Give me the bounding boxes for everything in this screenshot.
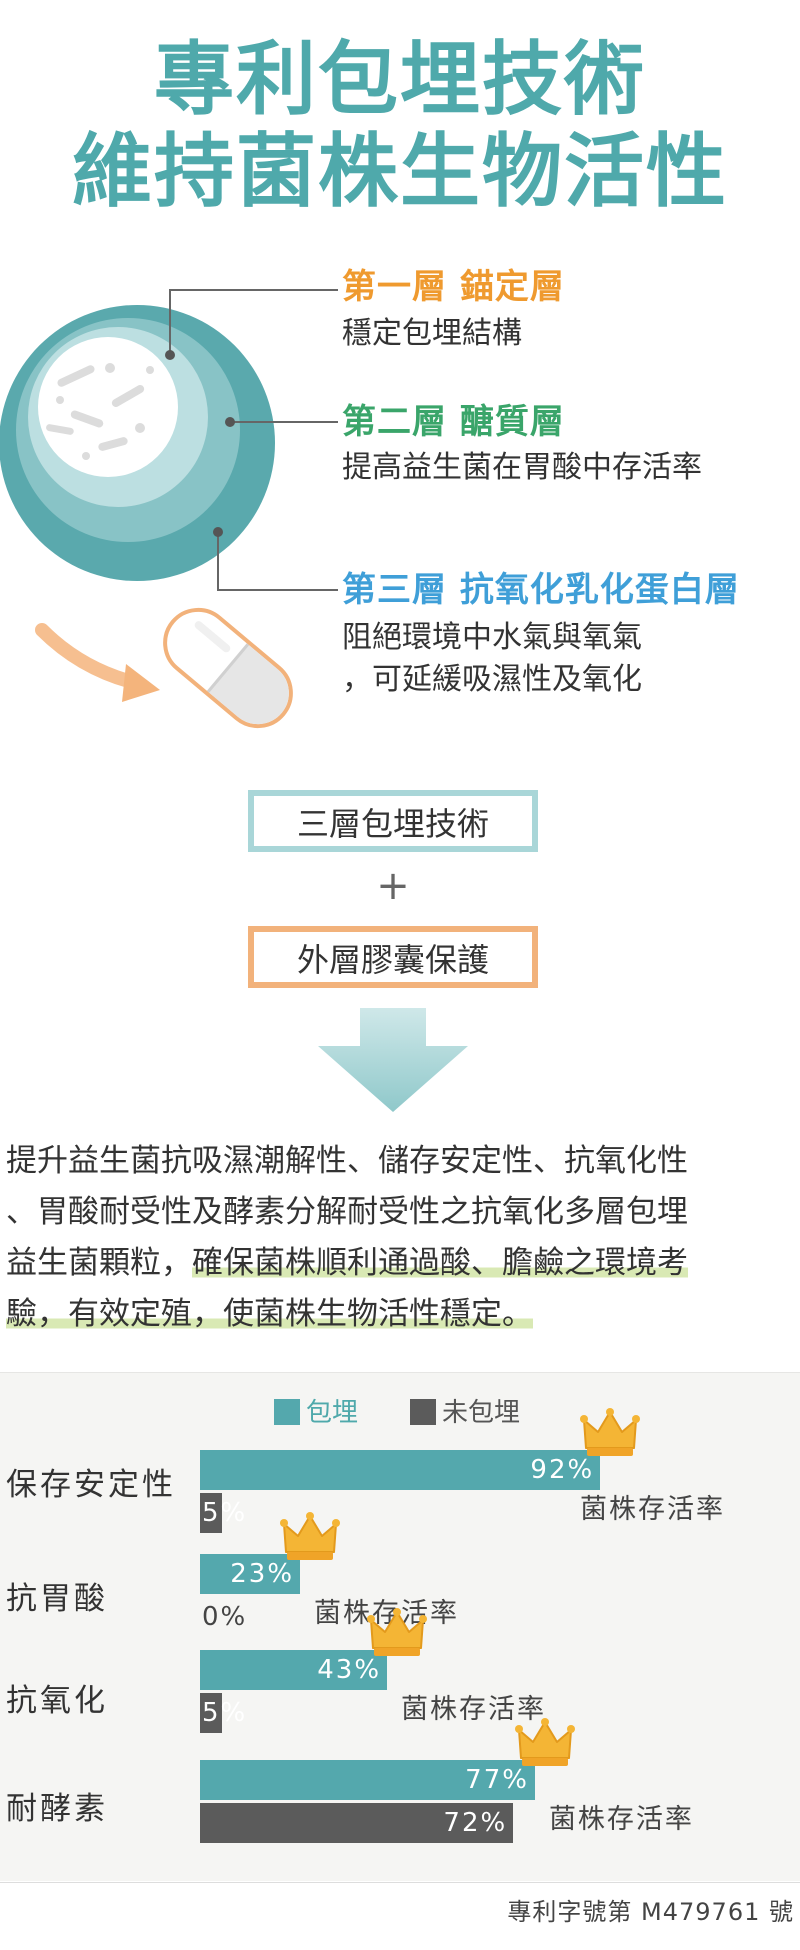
- capsule-protection-box: 外層膠囊保護: [248, 926, 538, 988]
- value-label-unencapsulated: 5%: [202, 1698, 248, 1728]
- title-line-2: 維持菌株生物活性: [72, 125, 728, 218]
- bar-unencapsulated: [200, 1803, 514, 1843]
- three-layer-technology-box: 三層包埋技術: [248, 790, 538, 852]
- value-label-unencapsulated: 72%: [443, 1808, 508, 1838]
- summary-line-4: 驗，有效定殖，使菌株生物活性穩定。: [6, 1289, 796, 1340]
- legend-label-unencapsulated: 未包埋: [442, 1398, 521, 1428]
- layer-3-heading: 第三層 抗氧化乳化蛋白層: [342, 570, 740, 610]
- granule-icon: [0, 305, 275, 581]
- bar-unencapsulated: [200, 1693, 222, 1733]
- survival-rate-label: 菌株存活率: [314, 1598, 460, 1629]
- crown-icon: [514, 1718, 575, 1770]
- survival-rate-label: 菌株存活率: [401, 1694, 547, 1725]
- title-line-1: 專利包埋技術: [154, 33, 646, 126]
- bar-encapsulated: [200, 1554, 301, 1594]
- legend-label-encapsulated: 包埋: [306, 1398, 359, 1428]
- legend-encapsulated: 包埋: [274, 1398, 358, 1428]
- layer-1-description: 穩定包埋結構: [342, 316, 522, 351]
- layer-2-heading: 第二層 醣質層: [342, 402, 565, 442]
- value-label-encapsulated: 23%: [230, 1559, 295, 1589]
- legend-swatch-encapsulated: [274, 1399, 300, 1425]
- category-label: 保存安定性: [6, 1467, 176, 1503]
- plus-sign: +: [376, 863, 410, 909]
- patent-number: 專利字號第 M479761 號: [507, 1898, 794, 1926]
- summary-line-3-start: 益生菌顆粒，: [6, 1245, 192, 1281]
- bar-encapsulated: [200, 1650, 388, 1690]
- legend-unencapsulated: 未包埋: [410, 1398, 520, 1428]
- footer-divider: [0, 1882, 800, 1883]
- summary-line-1: 提升益生菌抗吸濕潮解性、儲存安定性、抗氧化性: [6, 1143, 688, 1179]
- category-label: 耐酵素: [6, 1791, 108, 1827]
- capsule-icon: [163, 607, 293, 729]
- bar-encapsulated: [200, 1450, 601, 1490]
- value-label-unencapsulated: 0%: [202, 1602, 248, 1632]
- summary-line-3-highlight: 確保菌株順利通過酸、膽鹼之環境考: [192, 1245, 688, 1281]
- summary-line-3: 益生菌顆粒，確保菌株順利通過酸、膽鹼之環境考: [6, 1238, 796, 1289]
- bar-encapsulated: [200, 1760, 535, 1800]
- bar-unencapsulated: [200, 1493, 222, 1533]
- down-arrow-icon: [318, 1008, 468, 1112]
- summary-paragraph: 提升益生菌抗吸濕潮解性、儲存安定性、抗氧化性 、胃酸耐受性及酵素分解耐受性之抗氧…: [6, 1136, 796, 1340]
- category-label: 抗氧化: [6, 1683, 108, 1719]
- layer-1-heading: 第一層 錨定層: [342, 267, 565, 307]
- survival-rate-label: 菌株存活率: [580, 1494, 725, 1525]
- value-label-encapsulated: 77%: [465, 1765, 529, 1795]
- category-label: 抗胃酸: [6, 1581, 108, 1617]
- survival-rate-label: 菌株存活率: [548, 1804, 694, 1835]
- leader-lines: [169, 289, 338, 591]
- arrow-icon: [35, 623, 160, 702]
- summary-line-4-highlight: 驗，有效定殖，使菌株生物活性穩定。: [6, 1296, 533, 1332]
- value-label-encapsulated: 92%: [530, 1455, 595, 1485]
- layer-3-description-line-2: ，可延緩吸濕性及氧化: [342, 662, 642, 697]
- value-label-encapsulated: 43%: [317, 1655, 382, 1685]
- granule-diagram: [0, 289, 338, 729]
- summary-line-2: 、胃酸耐受性及酵素分解耐受性之抗氧化多層包埋: [6, 1194, 688, 1230]
- layer-3-description-line-1: 阻絕環境中水氣與氧氣: [342, 620, 642, 655]
- legend-swatch-unencapsulated: [410, 1399, 436, 1425]
- crown-icon: [280, 1512, 341, 1564]
- crown-icon: [580, 1408, 641, 1460]
- layer-2-description: 提高益生菌在胃酸中存活率: [342, 450, 702, 485]
- crown-icon: [367, 1608, 428, 1660]
- value-label-unencapsulated: 5%: [202, 1498, 248, 1528]
